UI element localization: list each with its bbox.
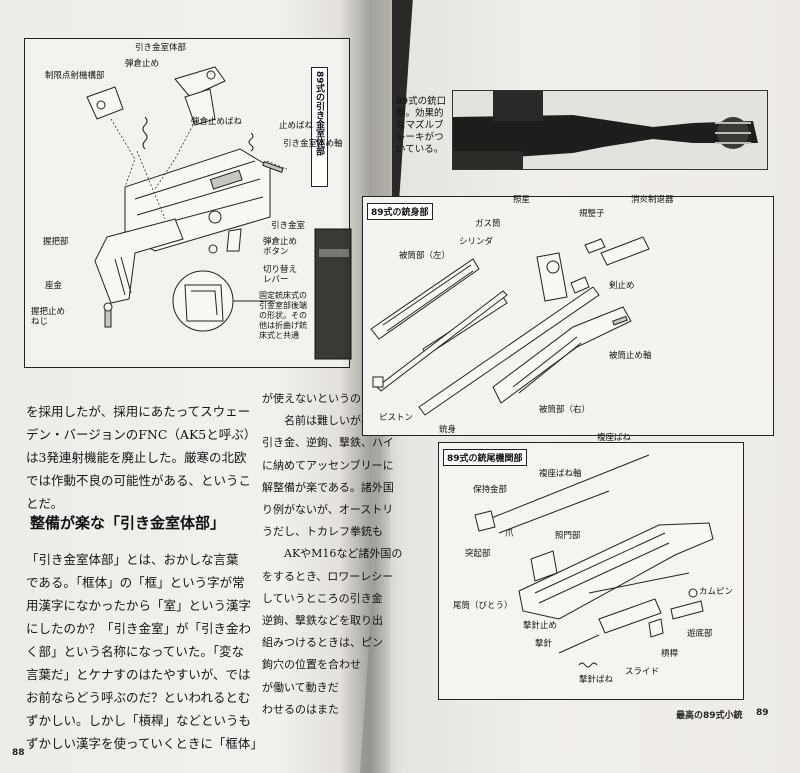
part-label: 弾倉止め [125,59,160,69]
muzzle-caption: 89式の銃口部。効果的なマズルブレーキがついている。 [396,96,447,155]
receiver-figure: 89式の銃尾機関部 複座ばね 複座ばね軸 保持金部 爪 突起部 照門部 尾筒（び… [438,433,744,700]
barrel-drawing [370,236,650,416]
part-label: 爪 [505,529,514,539]
part-label: 切り替え レバー [263,265,298,286]
part-label: 複座ばね [597,433,632,443]
section-heading: 整備が楽な「引き金室体部」 [30,514,226,532]
part-label: 握把止め ねじ [31,307,66,328]
right-column-text: が使えないというのも変だけ 名前は難しいが、よ 引き金、逆鉤、撃鉄、ハイ に納め… [262,392,405,716]
figure-tag: 89式の引き金室体部 [311,67,328,187]
barrel-tag: 89式の銃身部 [367,203,433,220]
part-label: カムピン [699,587,734,597]
part-label: 剣止め [609,281,635,291]
part-label: 引き金室体部 [135,43,187,53]
part-label: 撃針 [535,639,553,649]
part-label: 消炎制退器 [631,195,674,205]
part-label: 引き金室止め軸 [283,139,343,149]
part-label: シリンダ [459,237,494,247]
footer-title: 最高の89式小銃 [676,711,743,721]
part-label: ガス筒 [475,219,501,229]
left-paragraph-1: を採用したが、採用にあたってスウェー デン・バージョンのFNC（AK5と呼ぶ） … [26,404,257,511]
receiver-tag: 89式の銃尾機関部 [443,449,527,466]
part-label: 複座ばね軸 [539,469,582,479]
receiver-drawing [474,454,714,668]
part-label: 制限点射機構部 [45,71,105,81]
part-label: 被筒部（左） [399,251,451,261]
barrel-figure: 89式の銃身部 照星 消炎制退器 規整子 ガス筒 シリンダ 被筒部（左） 剣止め… [362,195,774,436]
part-label: 銃身 [439,425,457,435]
part-label: 規整子 [579,209,605,219]
trigger-housing-drawing [86,66,352,360]
part-label: 照門部 [555,531,581,541]
part-label: 座金 [45,281,63,291]
part-label: 被筒止め軸 [609,351,652,361]
part-label: 槓桿 [661,649,679,659]
trigger-housing-figure: 89式の引き金室体部 引き金室体部 制限点射機構部 弾倉止め 弾倉止めばね 止め… [24,38,352,368]
part-label: 尾筒（びとう） [453,601,513,611]
part-label: 弾倉止め ボタン [263,237,298,258]
part-label: 止めばね [279,121,314,131]
part-label: 遊底部 [687,629,713,639]
part-label: 握把部 [43,237,69,247]
part-label: 引き金室 [271,221,306,231]
part-label: 照星 [513,195,531,205]
part-label: 保持金部 [473,485,508,495]
part-label: 撃針ばね [579,675,614,685]
right-page-number: 89 [756,708,769,718]
left-paragraph-2: 「引き金室体部」とは、おかしな言葉 である。「框体」の「框」という字が常 用漢字… [26,552,263,751]
part-label: 弾倉止めばね [191,117,243,127]
muzzle-photo [452,90,768,170]
part-label: 撃針止め [523,621,558,631]
part-label: 被筒部（右） [539,405,591,415]
left-page-number: 88 [12,748,25,758]
part-label: 突起部 [465,549,491,559]
part-label: スライド [625,667,660,677]
part-label: ピストン [379,413,414,423]
inset-note: 固定銃床式の引金室部後端の形状。その他は折曲げ銃床式と共通 [259,291,307,340]
